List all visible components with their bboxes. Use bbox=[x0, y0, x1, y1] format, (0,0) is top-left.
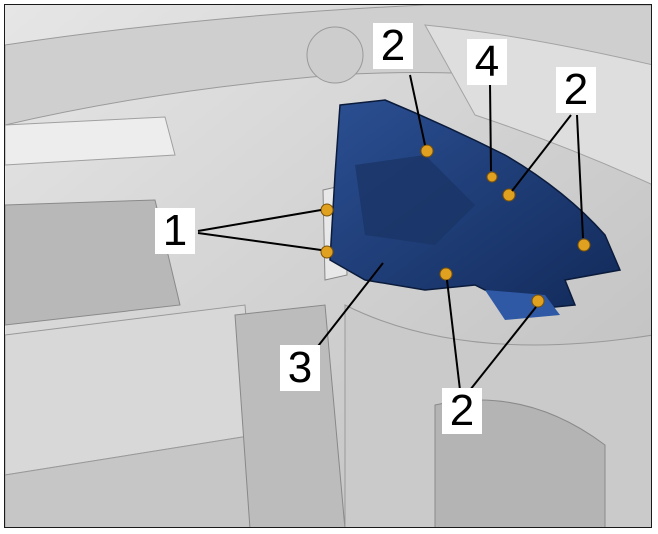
callout-1: 1 bbox=[155, 208, 195, 254]
figure-frame: 1 2 4 2 3 2 bbox=[4, 4, 652, 528]
callout-3: 3 bbox=[280, 345, 320, 391]
fastener-group bbox=[320, 144, 591, 308]
callout-2-bottom: 2 bbox=[442, 388, 482, 434]
lower-bumper bbox=[5, 434, 266, 527]
fastener-2-right-b bbox=[577, 238, 591, 252]
leader-1a bbox=[197, 209, 322, 232]
fastener-2-bottom-a bbox=[439, 267, 453, 281]
leader-2-bottom-b bbox=[469, 306, 537, 391]
leader-lines bbox=[197, 74, 584, 391]
fastener-1a bbox=[320, 203, 334, 217]
strut-mount bbox=[306, 26, 364, 84]
engine-bay-illustration bbox=[5, 5, 651, 527]
bracket-recess bbox=[355, 155, 475, 245]
callout-2-right: 2 bbox=[556, 67, 596, 113]
callout-2-top: 2 bbox=[373, 23, 413, 69]
leader-2-bottom-a bbox=[446, 279, 461, 391]
leader-4 bbox=[489, 82, 492, 172]
leader-2-right-a bbox=[511, 114, 572, 192]
fastener-2-bottom-b bbox=[531, 294, 545, 308]
cowl-panel bbox=[5, 116, 176, 166]
fastener-2-top bbox=[420, 144, 434, 158]
leader-2-top bbox=[409, 74, 426, 146]
leader-2-right-b bbox=[576, 114, 584, 239]
leader-1b bbox=[197, 232, 322, 251]
leader-3 bbox=[314, 262, 384, 351]
fastener-4 bbox=[486, 171, 498, 183]
radiator-area bbox=[5, 199, 181, 326]
fastener-1b bbox=[320, 245, 334, 259]
fastener-2-right-a bbox=[502, 188, 516, 202]
callout-4: 4 bbox=[467, 39, 507, 85]
